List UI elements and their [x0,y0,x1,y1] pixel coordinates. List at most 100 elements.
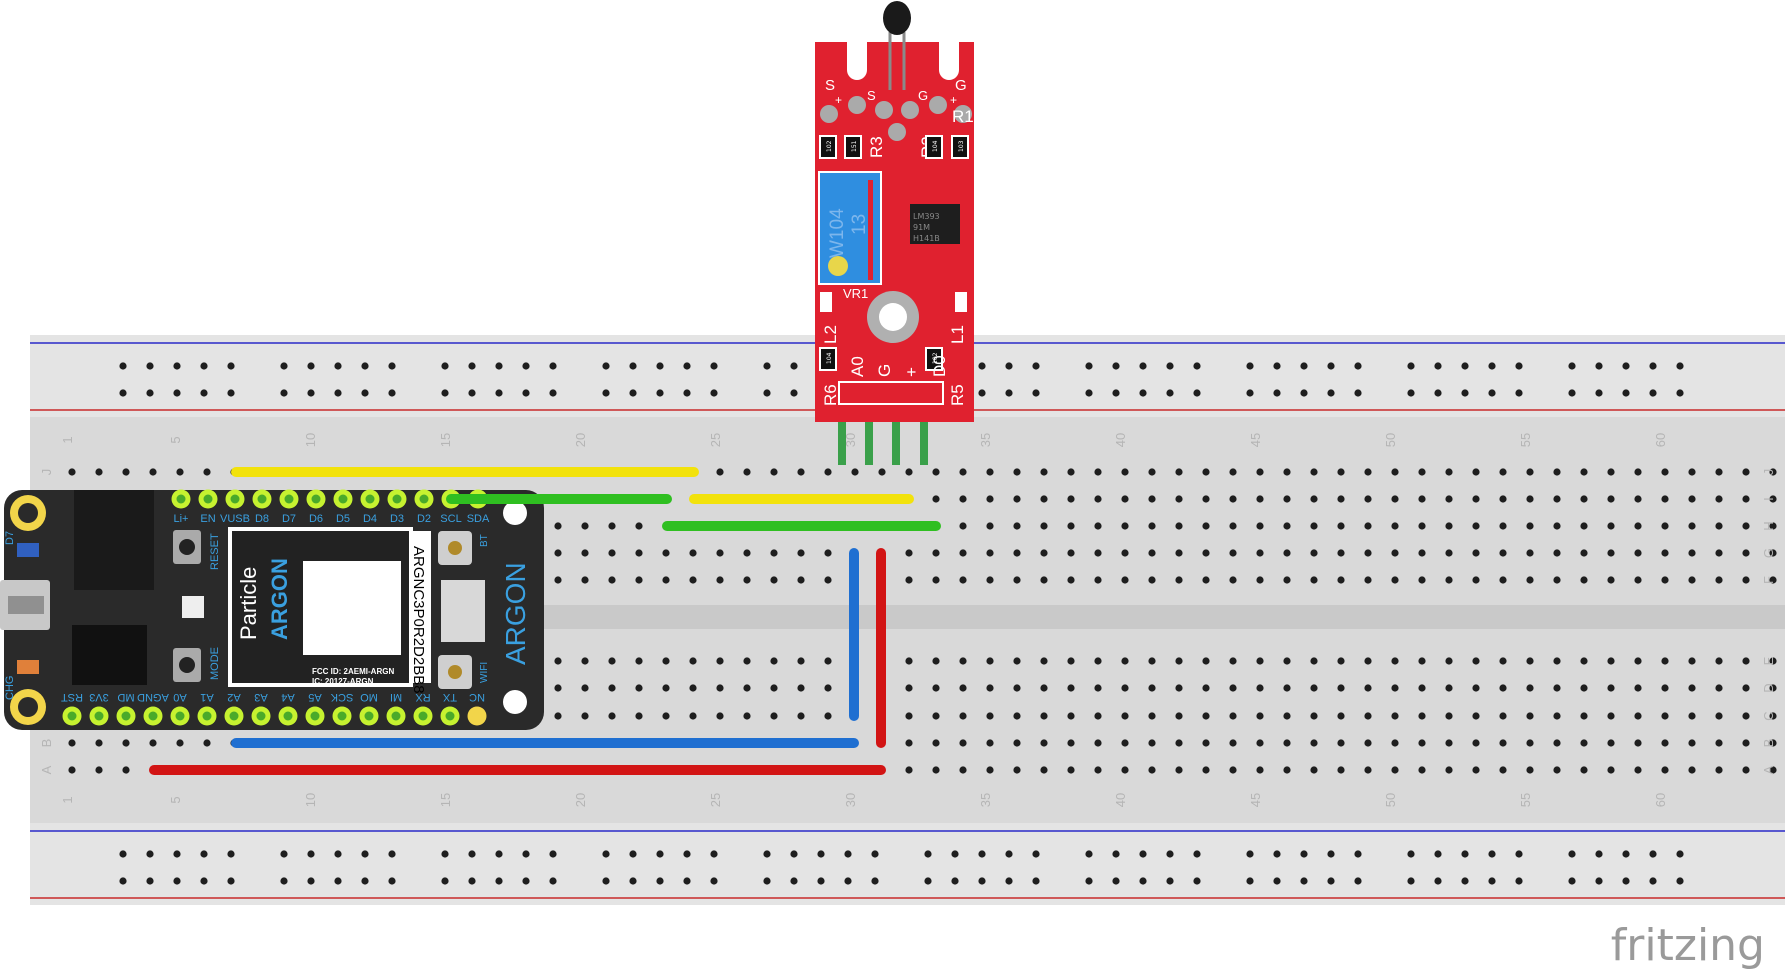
breadboard-hole-j[interactable] [905,468,913,476]
power-rail-hole[interactable] [656,877,664,885]
breadboard-hole-d[interactable] [959,684,967,692]
breadboard-hole-a[interactable] [1553,766,1561,774]
breadboard-hole-j[interactable] [797,468,805,476]
breadboard-hole-e[interactable] [1715,657,1723,665]
power-rail-hole[interactable] [1354,877,1362,885]
breadboard-hole-h[interactable] [1283,522,1291,530]
breadboard-hole-a[interactable] [1499,766,1507,774]
power-rail-hole[interactable] [1327,389,1335,397]
power-rail-hole[interactable] [361,362,369,370]
breadboard-hole-e[interactable] [1337,657,1345,665]
breadboard-hole-a[interactable] [1418,766,1426,774]
breadboard-hole-e[interactable] [1499,657,1507,665]
breadboard-hole-i[interactable] [1553,495,1561,503]
breadboard-hole-j[interactable] [1013,468,1021,476]
breadboard-hole-e[interactable] [1391,657,1399,665]
breadboard-hole-c[interactable] [1283,712,1291,720]
breadboard-hole-f[interactable] [1769,576,1777,584]
power-rail-hole[interactable] [1595,877,1603,885]
breadboard-hole-h[interactable] [1526,522,1534,530]
power-rail-hole[interactable] [1139,877,1147,885]
power-rail-hole[interactable] [119,362,127,370]
power-rail-hole[interactable] [549,850,557,858]
breadboard-hole-i[interactable] [932,495,940,503]
breadboard-hole-c[interactable] [1040,712,1048,720]
breadboard-hole-g[interactable] [1607,549,1615,557]
breadboard-hole-b[interactable] [1094,739,1102,747]
breadboard-hole-h[interactable] [1013,522,1021,530]
breadboard-hole-h[interactable] [1364,522,1372,530]
breadboard-hole-g[interactable] [1445,549,1453,557]
breadboard-hole-a[interactable] [1202,766,1210,774]
breadboard-hole-d[interactable] [662,684,670,692]
power-rail-hole[interactable] [1354,389,1362,397]
breadboard-hole-c[interactable] [1229,712,1237,720]
power-rail-hole[interactable] [1515,877,1523,885]
power-rail-hole[interactable] [1193,850,1201,858]
power-rail-hole[interactable] [146,877,154,885]
breadboard-hole-h[interactable] [1040,522,1048,530]
breadboard-hole-a[interactable] [1715,766,1723,774]
power-rail-hole[interactable] [1568,850,1576,858]
power-rail-hole[interactable] [200,877,208,885]
power-rail-hole[interactable] [441,389,449,397]
breadboard-hole-b[interactable] [1175,739,1183,747]
breadboard-hole-e[interactable] [1661,657,1669,665]
power-rail-hole[interactable] [683,362,691,370]
breadboard-hole-e[interactable] [1688,657,1696,665]
power-rail-hole[interactable] [763,389,771,397]
breadboard-hole-j[interactable] [1121,468,1129,476]
power-rail-hole[interactable] [602,389,610,397]
breadboard-hole-c[interactable] [1418,712,1426,720]
power-rail-hole[interactable] [683,877,691,885]
breadboard-hole-e[interactable] [554,657,562,665]
power-rail-hole[interactable] [1193,877,1201,885]
power-rail-hole[interactable] [656,850,664,858]
breadboard-hole-f[interactable] [1310,576,1318,584]
power-rail-hole[interactable] [1032,362,1040,370]
breadboard-hole-h[interactable] [1229,522,1237,530]
power-rail-hole[interactable] [1488,850,1496,858]
power-rail-hole[interactable] [200,850,208,858]
breadboard-hole-e[interactable] [716,657,724,665]
breadboard-hole-c[interactable] [608,712,616,720]
breadboard-hole-b[interactable] [1391,739,1399,747]
breadboard-hole-h[interactable] [1688,522,1696,530]
power-rail-hole[interactable] [227,389,235,397]
power-rail-hole[interactable] [173,877,181,885]
power-rail-hole[interactable] [119,389,127,397]
breadboard-hole-i[interactable] [1310,495,1318,503]
power-rail-hole[interactable] [629,877,637,885]
breadboard-hole-j[interactable] [95,468,103,476]
breadboard-hole-g[interactable] [554,549,562,557]
breadboard-hole-d[interactable] [1769,684,1777,692]
power-rail-hole[interactable] [1595,389,1603,397]
breadboard-hole-d[interactable] [1688,684,1696,692]
breadboard-hole-b[interactable] [1742,739,1750,747]
breadboard-hole-b[interactable] [1121,739,1129,747]
breadboard-hole-f[interactable] [1283,576,1291,584]
power-rail-hole[interactable] [1300,362,1308,370]
breadboard-hole-h[interactable] [1067,522,1075,530]
breadboard-hole-f[interactable] [1229,576,1237,584]
breadboard-hole-j[interactable] [1067,468,1075,476]
breadboard-hole-a[interactable] [1769,766,1777,774]
breadboard-hole-f[interactable] [1661,576,1669,584]
breadboard-hole-g[interactable] [1283,549,1291,557]
power-rail-hole[interactable] [1085,877,1093,885]
power-rail-hole[interactable] [1246,850,1254,858]
breadboard-hole-i[interactable] [1391,495,1399,503]
breadboard-hole-h[interactable] [959,522,967,530]
power-rail-hole[interactable] [763,850,771,858]
breadboard-hole-a[interactable] [1040,766,1048,774]
power-rail-hole[interactable] [1246,877,1254,885]
breadboard-hole-h[interactable] [581,522,589,530]
power-rail-hole[interactable] [441,877,449,885]
breadboard-hole-d[interactable] [1580,684,1588,692]
breadboard-hole-f[interactable] [1499,576,1507,584]
breadboard-hole-a[interactable] [1364,766,1372,774]
breadboard-hole-e[interactable] [1526,657,1534,665]
breadboard-hole-i[interactable] [986,495,994,503]
breadboard-hole-f[interactable] [1688,576,1696,584]
breadboard-hole-b[interactable] [1067,739,1075,747]
